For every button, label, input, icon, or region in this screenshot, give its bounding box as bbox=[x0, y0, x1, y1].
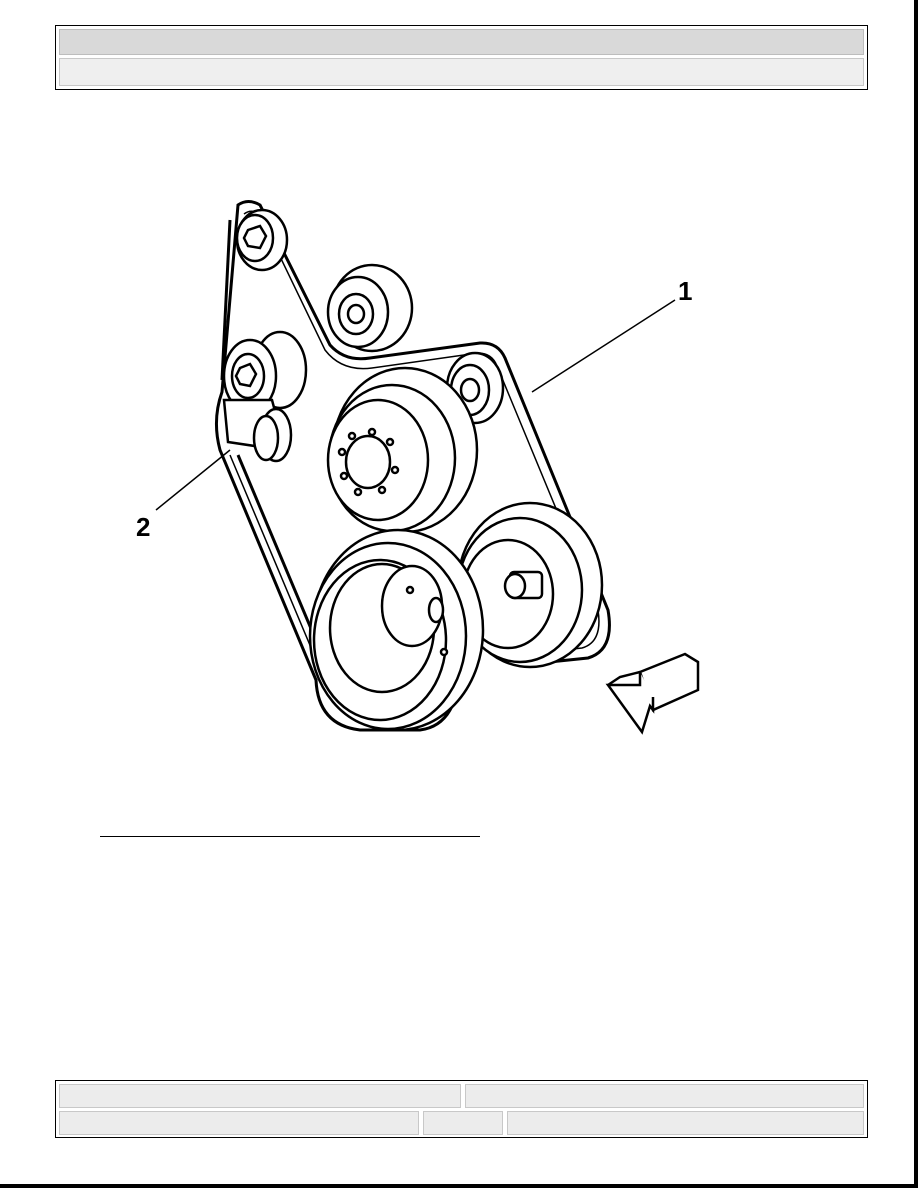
footer-cell-right-bottom bbox=[507, 1111, 864, 1135]
front-direction-arrow-icon bbox=[605, 652, 700, 735]
belt-routing-illustration: 1 2 bbox=[136, 200, 700, 735]
callout-2-label: 2 bbox=[136, 512, 150, 542]
page-header bbox=[55, 25, 868, 90]
footer-cell-right-top bbox=[465, 1084, 864, 1108]
callout-1-label: 1 bbox=[678, 276, 692, 306]
footer-cell-left-bottom bbox=[59, 1111, 419, 1135]
header-subtitle-bar bbox=[59, 58, 864, 86]
footer-cell-middle-bottom bbox=[423, 1111, 503, 1135]
page-footer bbox=[55, 1080, 868, 1138]
footer-cell-left-top bbox=[59, 1084, 461, 1108]
section-divider bbox=[100, 836, 480, 837]
drive-belt-routing-figure: 1 2 bbox=[120, 180, 740, 760]
header-title-bar bbox=[59, 29, 864, 55]
